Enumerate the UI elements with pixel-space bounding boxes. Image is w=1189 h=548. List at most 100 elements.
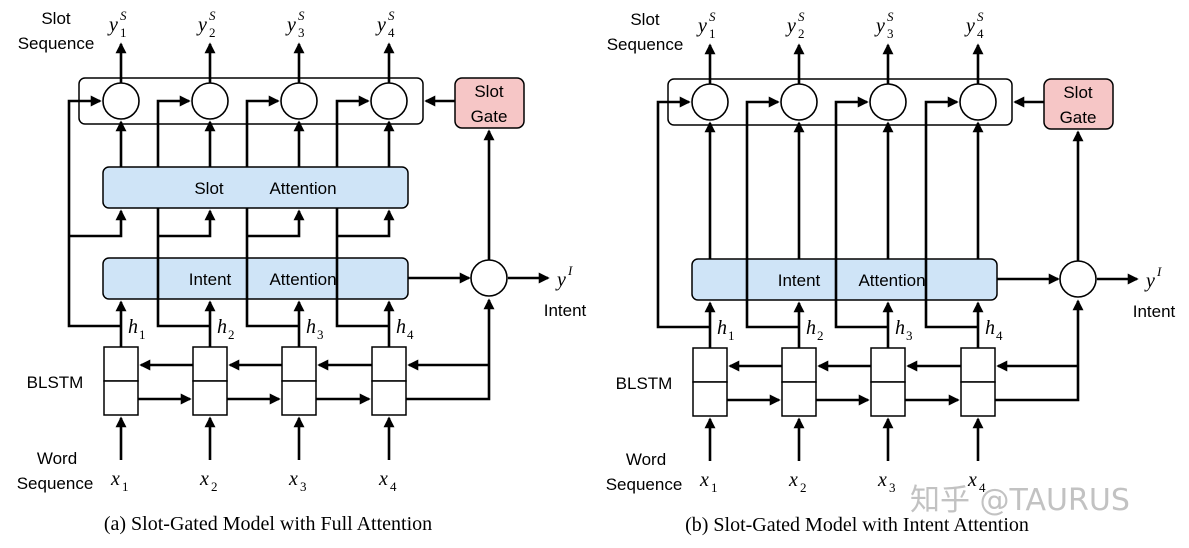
blstm-forward-cell — [103, 346, 139, 382]
input-label-x2-sub: 2 — [800, 480, 807, 495]
diagram-full-attention: (a) Slot-Gated Model with Full Attention… — [17, 8, 587, 535]
hidden-label-h3-sub: 3 — [906, 328, 913, 343]
blstm-backward-cell — [870, 381, 906, 417]
final-state-to-intent-arrow — [406, 298, 495, 401]
slot-output-label-y1-sub: 1 — [120, 25, 127, 40]
slot-output-label-y4-base: y — [375, 14, 386, 36]
slot-output-label-y3-base: y — [874, 15, 885, 37]
final-state-to-intent-arrow — [995, 299, 1084, 402]
hidden-label-h1-base: h — [128, 316, 138, 338]
slot-gate-label-line2: Gate — [471, 107, 508, 126]
slot-gate-label-line2: Gate — [1060, 108, 1097, 127]
hidden-label-h2-base: h — [217, 316, 227, 338]
hidden-label-h2-base: h — [806, 317, 816, 339]
slot-attention-label-1: Slot — [194, 179, 224, 198]
blstm-label: BLSTM — [27, 373, 84, 392]
hidden-label-h4-sub: 4 — [996, 328, 1003, 343]
slot-gate-label-line1: Slot — [1063, 83, 1093, 102]
blstm-backward-cell — [960, 381, 996, 417]
hidden-skip-connection-4 — [335, 95, 389, 328]
blstm-forward-cell — [281, 346, 317, 382]
word-sequence-label-line2: Sequence — [17, 474, 94, 493]
input-label-x2-base: x — [788, 469, 798, 491]
input-label-x2-base: x — [199, 468, 209, 490]
intent-attention-label-1: Intent — [778, 271, 821, 290]
blstm-forward-cell — [870, 347, 906, 383]
hidden-label-h3-base: h — [895, 317, 905, 339]
word-sequence-label-line2: Sequence — [606, 475, 683, 494]
input-label-x2-sub: 2 — [211, 479, 218, 494]
intent-attention-label-2: Attention — [269, 270, 336, 289]
slot-output-label-y2-sub: 2 — [798, 26, 805, 41]
input-label-x4-sub: 4 — [390, 479, 397, 494]
slot-sequence-label-line2: Sequence — [18, 34, 95, 53]
hidden-skip-connection-3 — [834, 96, 888, 329]
intent-sum-node — [1059, 260, 1097, 298]
blstm-backward-cell — [103, 380, 139, 416]
hidden-label-h2-sub: 2 — [817, 328, 824, 343]
blstm-forward-cell — [192, 346, 228, 382]
blstm-forward-cell — [781, 347, 817, 383]
slot-output-node — [959, 83, 997, 121]
slot-sequence-label-line1: Slot — [630, 10, 660, 29]
hidden-skip-connection-3 — [245, 95, 299, 328]
input-label-x1-base: x — [110, 468, 120, 490]
hidden-skip-connection-1 — [67, 95, 121, 328]
slot-sequence-label-line1: Slot — [41, 9, 71, 28]
blstm-backward-cell — [192, 380, 228, 416]
slot-gate-box — [1043, 78, 1114, 130]
slot-output-label-y1-base: y — [696, 15, 707, 37]
slot-output-label-y2-sup: S — [209, 8, 216, 23]
slot-attention-label-2: Attention — [269, 179, 336, 198]
blstm-forward-cell — [371, 346, 407, 382]
slot-output-label-y2-base: y — [196, 14, 207, 36]
hidden-label-h4-sub: 4 — [407, 327, 414, 342]
input-label-x4-sub: 4 — [979, 480, 986, 495]
slot-output-label-y4-sub: 4 — [977, 26, 984, 41]
blstm-backward-cell — [692, 381, 728, 417]
blstm-forward-cell — [692, 347, 728, 383]
intent-output-label-base: y — [555, 269, 566, 291]
input-label-x3-base: x — [877, 469, 887, 491]
hidden-to-slot-attention-arrow — [158, 209, 216, 238]
hidden-label-h1-sub: 1 — [728, 328, 735, 343]
slot-gate-label-line1: Slot — [474, 82, 504, 101]
slot-output-label-y1-sup: S — [120, 8, 127, 23]
blstm-backward-cell — [371, 380, 407, 416]
hidden-to-slot-attention-arrow — [247, 209, 305, 238]
slot-output-node — [191, 82, 229, 120]
hidden-skip-connection-2 — [156, 95, 210, 328]
slot-output-node — [370, 82, 408, 120]
word-sequence-label-line1: Word — [626, 450, 666, 469]
input-label-x4-base: x — [378, 468, 388, 490]
intent-output-label-sup: I — [567, 263, 573, 278]
input-label-x4-base: x — [967, 469, 977, 491]
hidden-label-h2-sub: 2 — [228, 327, 235, 342]
input-label-x3-sub: 3 — [300, 479, 307, 494]
blstm-backward-cell — [781, 381, 817, 417]
slot-output-label-y3-base: y — [285, 14, 296, 36]
slot-output-label-y4-sub: 4 — [388, 25, 395, 40]
slot-output-node — [691, 83, 729, 121]
